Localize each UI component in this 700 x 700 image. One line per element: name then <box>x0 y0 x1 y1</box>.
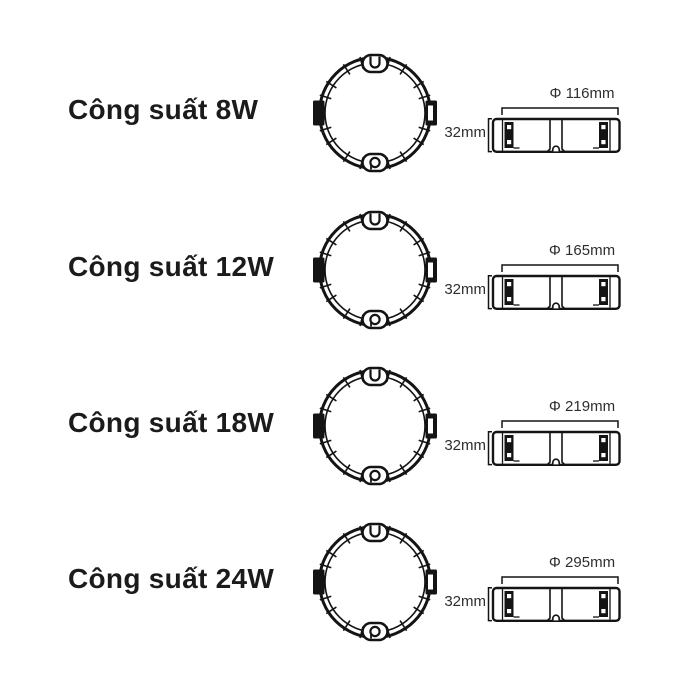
height-dimension-label: 32mm <box>444 593 486 610</box>
downlight-side-profile-diagram <box>486 418 622 468</box>
diameter-dimension-label: Φ 116mm <box>549 85 615 102</box>
downlight-side-profile-diagram <box>486 105 622 155</box>
diameter-dimension-label: Φ 165mm <box>548 242 616 259</box>
side-view-group: Φ 295mm 32mm <box>440 554 630 626</box>
spec-row: Công suất 18W Φ 219mm 32mm <box>0 348 700 504</box>
height-dimension-label: 32mm <box>444 124 486 141</box>
side-view-group: Φ 219mm 32mm <box>440 398 630 470</box>
downlight-top-view-diagram <box>310 207 440 333</box>
height-dimension-label: 32mm <box>444 437 486 454</box>
downlight-top-view-diagram <box>310 50 440 176</box>
spec-row: Công suất 24W Φ 295mm 32mm <box>0 504 700 660</box>
diameter-dimension-label: Φ 219mm <box>548 398 616 415</box>
power-label: Công suất 8W <box>68 94 259 125</box>
side-view-group: Φ 165mm 32mm <box>440 242 630 314</box>
downlight-side-profile-diagram <box>486 574 622 624</box>
power-label: Công suất 18W <box>68 407 275 438</box>
height-dimension-label: 32mm <box>444 281 486 298</box>
power-label: Công suất 12W <box>68 251 275 282</box>
spec-row: Công suất 12W Φ 165mm 32mm <box>0 192 700 348</box>
diameter-dimension-label: Φ 295mm <box>548 554 616 571</box>
spec-row: Công suất 8W Φ 116mm 32mm <box>0 35 700 191</box>
power-label: Công suất 24W <box>68 563 275 594</box>
downlight-top-view-diagram <box>310 519 440 645</box>
downlight-side-profile-diagram <box>486 262 622 312</box>
side-view-group: Φ 116mm 32mm <box>440 85 630 157</box>
downlight-top-view-diagram <box>310 363 440 489</box>
